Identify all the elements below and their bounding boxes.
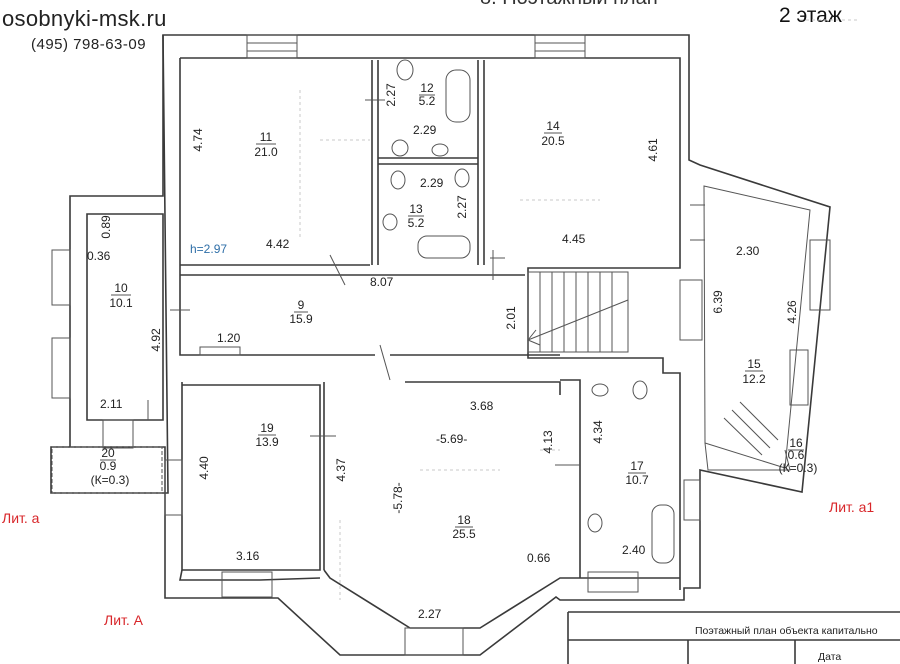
- room-18-number: 18: [457, 513, 471, 527]
- room-9-area: 15.9: [289, 312, 313, 326]
- title-block-caption: Поэтажный план объекта капитально: [695, 625, 878, 637]
- dim-3-68: 3.68: [470, 399, 494, 413]
- dimension-labels: 4.74 4.42 h=2.97 2.27 2.29 2.29 2.27 4.6…: [87, 83, 799, 621]
- room-10-number: 10: [114, 281, 128, 295]
- dim-4-61: 4.61: [646, 138, 660, 162]
- phone-number: (495) 798-63-09: [31, 36, 147, 53]
- dim-4-37: 4.37: [334, 458, 348, 482]
- dim-5-69: -5.69-: [436, 432, 467, 446]
- room-14-area: 20.5: [541, 134, 565, 148]
- dim-2-29b: 2.29: [420, 176, 444, 190]
- dim-2-30: 2.30: [736, 244, 760, 258]
- room-17-area: 10.7: [625, 473, 649, 487]
- dim-3-16: 3.16: [236, 549, 260, 563]
- room-15-number: 15: [747, 357, 761, 371]
- dim-1-20: 1.20: [217, 331, 241, 345]
- dim-2-27c: 2.27: [418, 607, 442, 621]
- dim-2-27a: 2.27: [384, 83, 398, 107]
- dim-2-11: 2.11: [100, 397, 123, 411]
- room-13-number: 13: [409, 202, 423, 216]
- title-block-date-label: Дата: [818, 651, 841, 663]
- room-12-number: 12: [420, 81, 434, 95]
- dim-4-42: 4.42: [266, 237, 290, 251]
- dim-4-40: 4.40: [197, 456, 211, 480]
- room-11-area: 21.0: [254, 145, 278, 159]
- faint-underlay: [299, 19, 860, 600]
- dim-4-45: 4.45: [562, 232, 586, 246]
- room-10-area: 10.1: [109, 296, 133, 310]
- room-9-number: 9: [298, 298, 305, 312]
- room-13-area: 5.2: [408, 216, 425, 230]
- title-block: Поэтажный план объекта капитально Дата: [567, 611, 900, 664]
- dim-2-29a: 2.29: [413, 123, 437, 137]
- room-20-number: 20: [101, 446, 115, 460]
- room-fraction-lines: [100, 94, 804, 528]
- site-name: osobnyki-msk.ru: [2, 6, 167, 31]
- lit-A-label: Лит. А: [104, 612, 143, 628]
- dim-0-36: 0.36: [87, 249, 111, 263]
- dim-4-13: 4.13: [541, 430, 555, 454]
- room-16-number: 16: [789, 436, 803, 450]
- room-15-area: 12.2: [742, 372, 766, 386]
- plan-title: 8. Поэтажный план: [480, 0, 658, 10]
- dim-4-92: 4.92: [149, 328, 163, 352]
- dim-2-01: 2.01: [504, 306, 518, 330]
- lit-a1-label: Лит. а1: [829, 499, 875, 515]
- dim-0-89: 0.89: [99, 215, 113, 239]
- staircase: [527, 271, 779, 456]
- room-20-area: 0.9: [100, 459, 117, 473]
- bathroom-fixtures: [199, 59, 675, 564]
- dim-0-66: 0.66: [527, 551, 551, 565]
- room-17-number: 17: [630, 459, 644, 473]
- room-labels: 11 21.0 12 5.2 13 5.2 14 20.5 10 10.1 9 …: [91, 81, 818, 541]
- room-11-number: 11: [260, 130, 273, 144]
- room-19-number: 19: [260, 421, 274, 435]
- room-16-area: 0.6: [788, 448, 805, 462]
- room-16-note: (К=0.3): [779, 461, 818, 475]
- room-18-area: 25.5: [452, 527, 476, 541]
- dim-4-34: 4.34: [591, 420, 605, 444]
- lit-a-label: Лит. а: [2, 510, 40, 526]
- outer-walls: [50, 34, 831, 656]
- door-marks: [147, 99, 580, 466]
- dim-4-74: 4.74: [191, 128, 205, 152]
- dim-5-78: -5.78-: [391, 482, 405, 513]
- dim-8-07: 8.07: [370, 275, 394, 289]
- dim-6-39: 6.39: [711, 290, 725, 314]
- dim-2-27b: 2.27: [455, 195, 469, 219]
- room-12-area: 5.2: [419, 94, 436, 108]
- dim-2-40: 2.40: [622, 543, 646, 557]
- room-20-note: (К=0.3): [91, 473, 130, 487]
- floor-label: 2 этаж: [779, 4, 842, 27]
- room-19-area: 13.9: [255, 435, 279, 449]
- dim-4-26: 4.26: [785, 300, 799, 324]
- ceiling-height: h=2.97: [190, 242, 227, 256]
- windows: [51, 34, 831, 656]
- room-14-number: 14: [546, 119, 560, 133]
